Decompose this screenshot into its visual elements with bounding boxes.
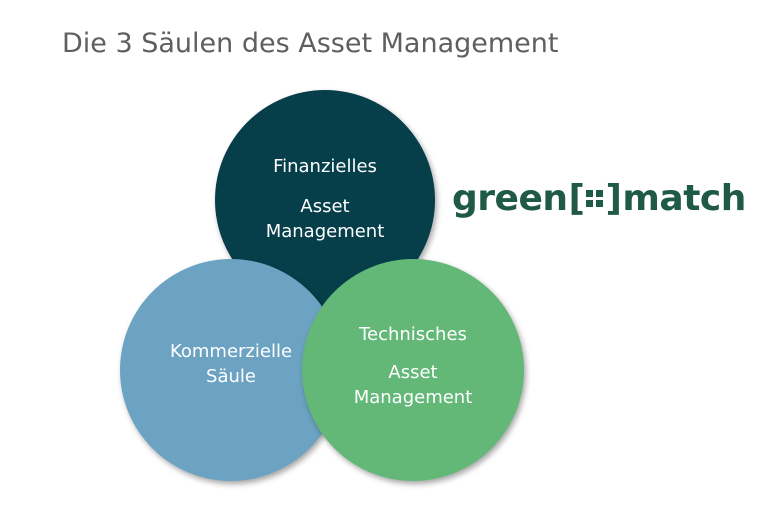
circle-label-kommerzielle: Kommerzielle xyxy=(169,341,293,362)
circle-label-line1: Technisches xyxy=(359,324,467,345)
logo-mark-icon: [ ] xyxy=(568,178,621,219)
circle-technisches-asset-management: Technisches Asset Management xyxy=(302,259,524,481)
logo-bracket-close: ] xyxy=(605,178,622,219)
logo-text-match: match xyxy=(622,178,746,219)
circle-label-line2: Asset Management xyxy=(266,194,385,244)
greenmatch-logo: green [ ] match xyxy=(452,178,746,219)
circle-label-asset: Asset xyxy=(388,362,438,383)
circle-label-line1: Finanzielles xyxy=(273,156,377,177)
circle-label-asset: Asset xyxy=(300,196,350,217)
page-title: Die 3 Säulen des Asset Management xyxy=(62,28,559,59)
circle-kommerzielle-saeule: Kommerzielle Säule xyxy=(120,259,342,481)
circle-label-management: Management xyxy=(265,221,385,242)
circle-label-management: Management xyxy=(353,387,473,408)
circle-label: Kommerzielle Säule xyxy=(170,339,292,389)
circle-label-line2: Asset Management xyxy=(354,360,473,410)
logo-bracket-open: [ xyxy=(568,178,585,219)
circle-label-saeule: Säule xyxy=(206,366,256,387)
logo-text-green: green xyxy=(452,178,568,219)
logo-dots-icon xyxy=(586,190,604,207)
